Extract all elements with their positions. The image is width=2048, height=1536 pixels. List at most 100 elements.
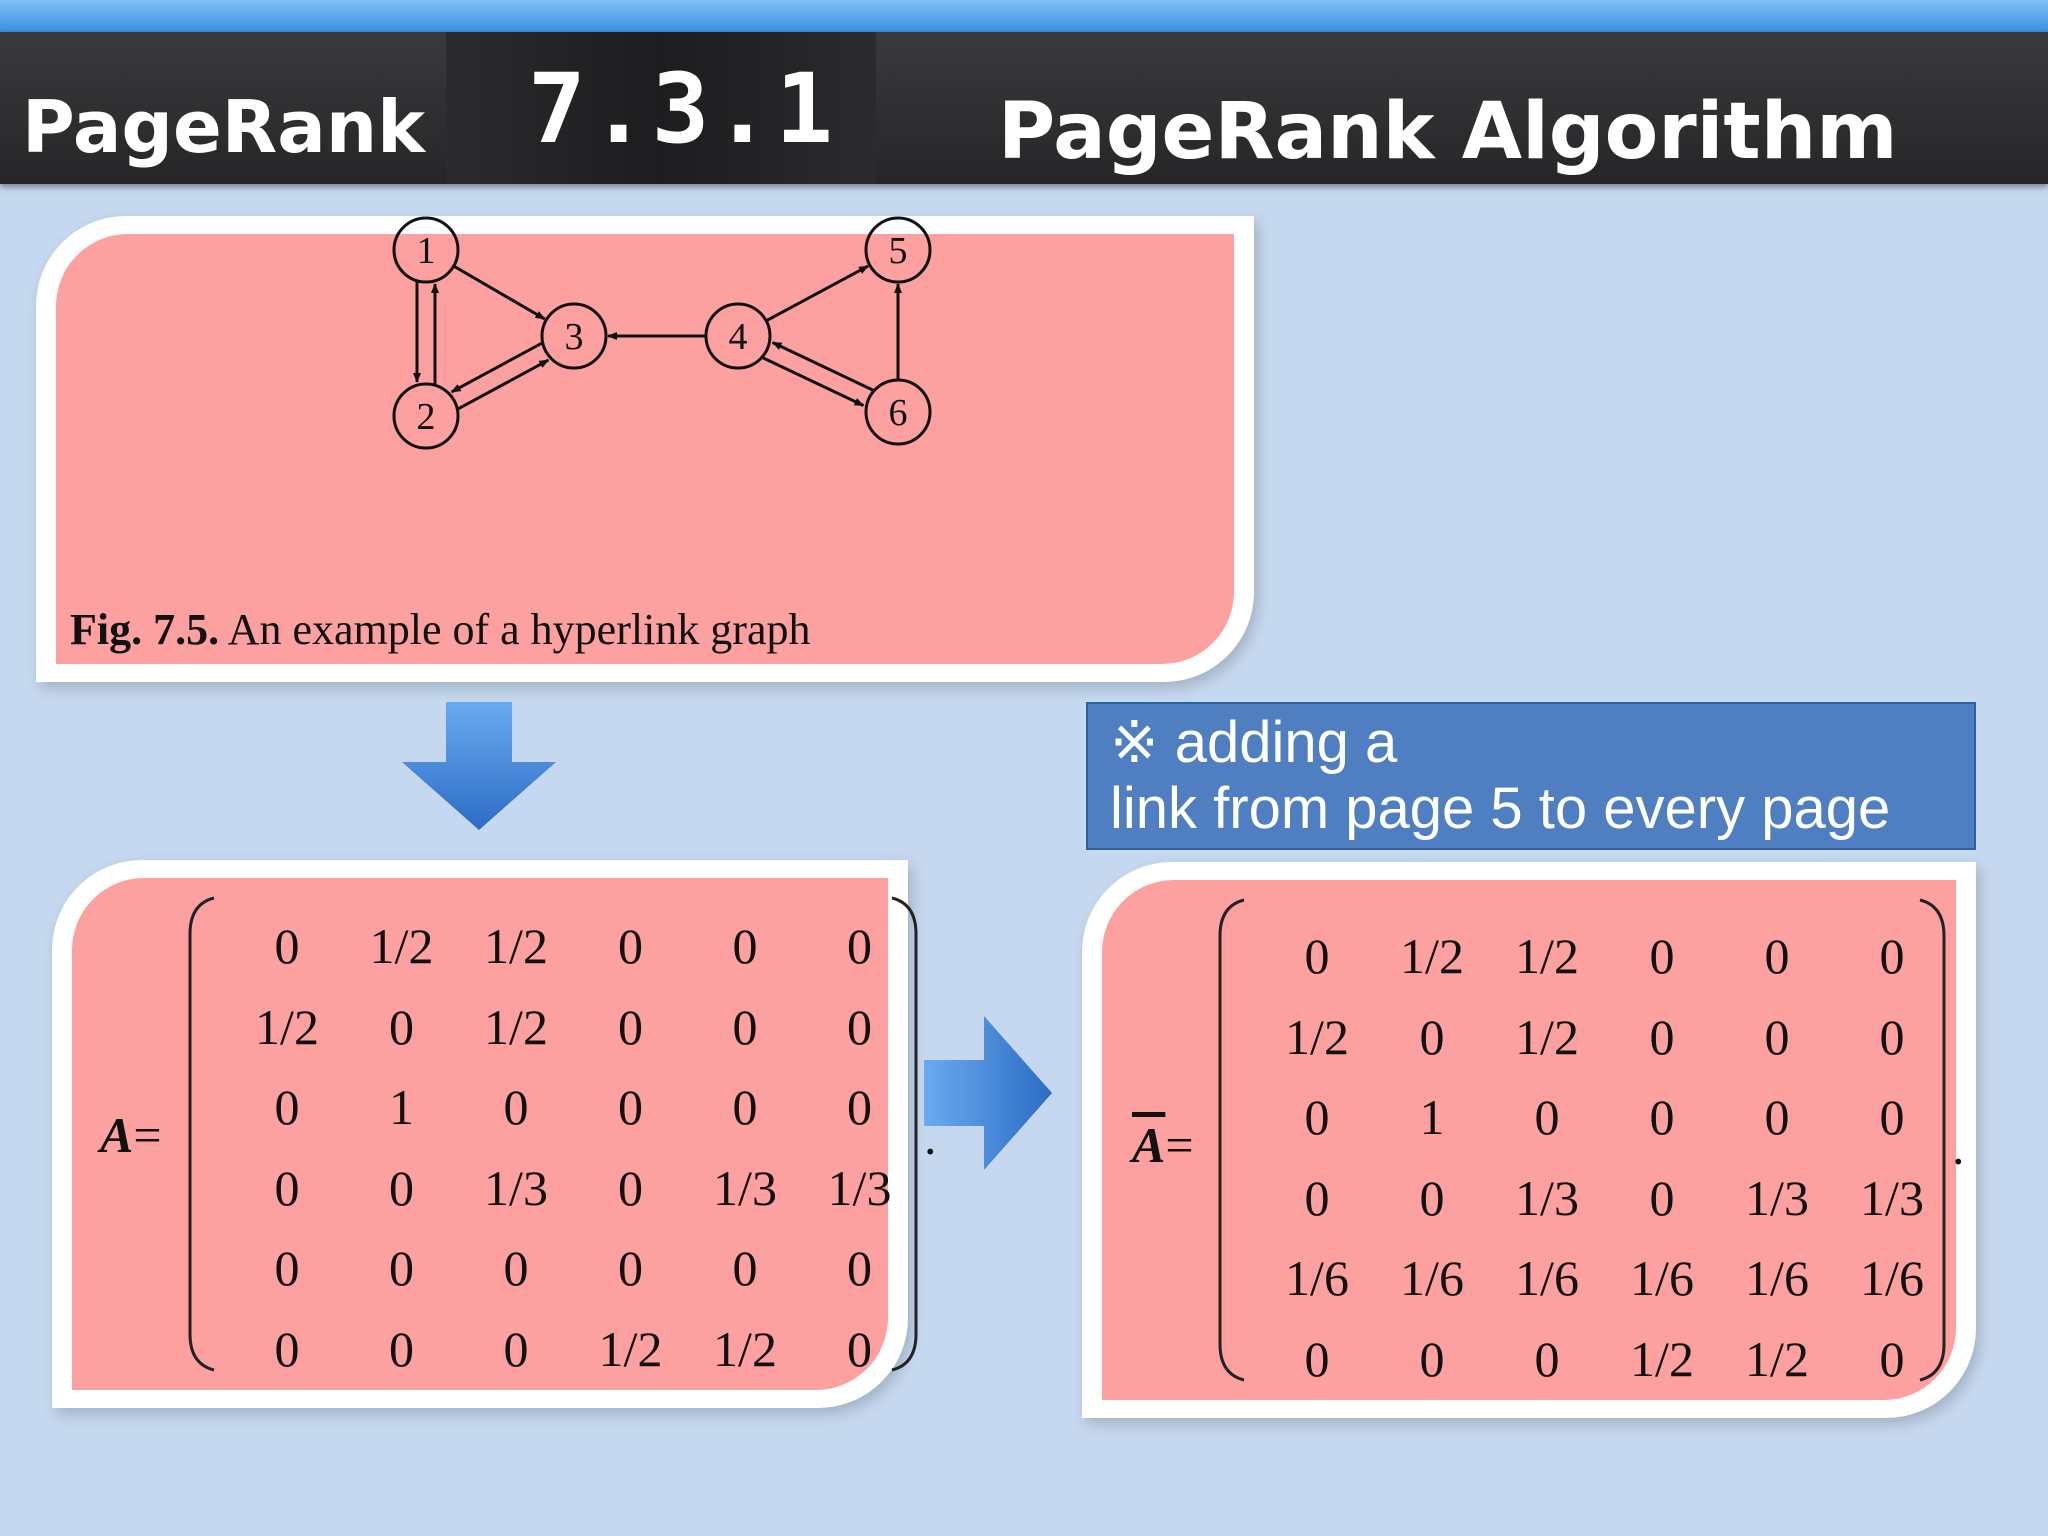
matrix-abar-panel: A= 0 1/2 1/2 0 0 0 1/2 0 1/2 0 0 0 0 1 0 0 0 0 0 0 1/3 0 1/3 1/…	[1102, 880, 1965, 1400]
matrix-cell: 0	[274, 918, 300, 974]
matrix-a-label: A=	[100, 1106, 162, 1164]
graph-edge-2-3	[457, 358, 550, 411]
section-number: 7.3.1	[528, 53, 837, 165]
matrix-cell: 0	[1764, 1089, 1790, 1145]
matrix-cell: 0	[389, 1240, 414, 1296]
graph-node-label-2: 2	[417, 396, 436, 438]
figure-caption-text: An example of a hyperlink graph	[219, 605, 811, 654]
matrix-cell: 1/2	[1515, 928, 1579, 984]
matrix-abar-label: A=	[1132, 1116, 1194, 1174]
matrix-cell: 0	[732, 918, 758, 974]
graph-node-2	[392, 382, 460, 450]
graph-edge-3-2	[450, 341, 543, 394]
matrix-cell: 1/3	[1745, 1169, 1809, 1226]
figure-caption: Fig. 7.5. An example of a hyperlink grap…	[70, 604, 811, 655]
header-topic: PageRank	[22, 85, 425, 169]
matrix-cell: 0	[389, 1159, 414, 1216]
graph-node-label-1: 1	[417, 230, 436, 272]
header-section-band	[446, 32, 876, 184]
matrix-cell: 0	[847, 1320, 872, 1377]
matrix-cell: 1/3	[827, 1159, 892, 1216]
matrix-cell: 0	[618, 1240, 643, 1296]
matrix-a-equals: =	[133, 1107, 162, 1163]
matrix-cell: 1/2	[1285, 1008, 1349, 1065]
matrix-cell: 0	[1764, 1008, 1790, 1065]
graph-edge-6-4	[771, 341, 874, 392]
matrix-cell: 0	[1304, 1330, 1330, 1387]
matrix-cell: 0	[1419, 1008, 1445, 1065]
matrix-cell: 0	[1764, 928, 1790, 984]
matrix-cell: 0	[1534, 1089, 1560, 1145]
matrix-cell: 1/3	[484, 1159, 548, 1216]
matrix-cell: 0	[1304, 928, 1330, 984]
matrix-a-left-paren	[188, 896, 215, 1372]
top-accent-bar	[0, 0, 2048, 32]
note-box: ※ adding a link from page 5 to every pag…	[1086, 702, 1976, 850]
matrix-abar-right-paren	[1919, 898, 1946, 1382]
matrix-a-symbol: A	[100, 1107, 134, 1163]
graph-node-label-3: 3	[565, 316, 584, 358]
matrix-cell: 1/6	[1515, 1250, 1579, 1306]
matrix-cell: 1/3	[1515, 1169, 1579, 1226]
matrix-cell: 0	[1879, 1330, 1905, 1387]
matrix-cell: 0	[1649, 1169, 1675, 1226]
matrix-cell: 0	[389, 1320, 414, 1377]
matrix-cell: 0	[274, 1240, 300, 1296]
matrix-abar-card: A= 0 1/2 1/2 0 0 0 1/2 0 1/2 0 0 0 0 1 0 0 0 0 0 0 1/3 0 1/3 1/…	[1082, 862, 1976, 1418]
matrix-abar-period: .	[1952, 1119, 1965, 1175]
matrix-cell: 0	[1649, 928, 1675, 984]
graph-node-label-6: 6	[889, 392, 908, 434]
right-arrow-icon	[924, 1016, 1052, 1170]
matrix-cell: 0	[847, 1079, 872, 1135]
graph-edge-4-5	[765, 264, 869, 323]
matrix-cell: 0	[618, 918, 643, 974]
graph-node-3	[540, 302, 608, 370]
matrix-a-right-paren	[891, 896, 918, 1372]
matrix-cell: 1/2	[1400, 928, 1464, 984]
matrix-cell: 0	[274, 1079, 300, 1135]
matrix-cell: 0	[847, 998, 872, 1055]
matrix-cell: 0	[847, 918, 872, 974]
matrix-cell: 0	[1419, 1330, 1445, 1387]
matrix-cell: 0	[618, 998, 643, 1055]
matrix-cell: 0	[1304, 1169, 1330, 1226]
matrix-cell: 1/3	[1860, 1169, 1924, 1226]
matrix-cell: 0	[618, 1159, 643, 1216]
matrix-cell: 0	[274, 1320, 300, 1377]
matrix-cell: 1	[1419, 1089, 1445, 1145]
graph-node-label-4: 4	[729, 316, 748, 358]
note-line-2: link from page 5 to every page	[1110, 776, 1891, 841]
figure-caption-label: Fig. 7.5.	[70, 605, 220, 654]
matrix-cell: 0	[274, 1159, 300, 1216]
graph-node-5	[864, 216, 932, 284]
graph-edge-4-6	[762, 356, 865, 407]
matrix-cell: 1/2	[598, 1320, 663, 1377]
graph-node-6	[864, 378, 932, 446]
matrix-cell: 0	[503, 1079, 529, 1135]
matrix-cell: 0	[1649, 1089, 1675, 1145]
matrix-cell: 0	[1879, 1089, 1905, 1145]
matrix-cell: 0	[1419, 1169, 1445, 1226]
matrix-cell: 1/2	[484, 998, 548, 1055]
matrix-cell: 0	[1649, 1008, 1675, 1065]
matrix-cell: 1/6	[1630, 1250, 1694, 1306]
matrix-cell: 0	[732, 1079, 758, 1135]
matrix-cell: 0	[1879, 1008, 1905, 1065]
note-line-1: ※ adding a	[1110, 710, 1398, 775]
matrix-cell: 1/2	[713, 1320, 777, 1377]
matrix-cell: 1/2	[1630, 1330, 1694, 1387]
matrix-cell: 0	[1879, 928, 1905, 984]
matrix-cell: 0	[503, 1240, 529, 1296]
matrix-abar-equals: =	[1165, 1117, 1194, 1173]
matrix-cell: 1	[389, 1079, 414, 1135]
matrix-cell: 1/3	[713, 1159, 777, 1216]
matrix-cell: 0	[847, 1240, 872, 1296]
matrix-cell: 1/6	[1285, 1250, 1349, 1306]
slide-header: PageRank 7.3.1 PageRank Algorithm	[0, 32, 2048, 184]
matrix-cell: 1/2	[1745, 1330, 1809, 1387]
